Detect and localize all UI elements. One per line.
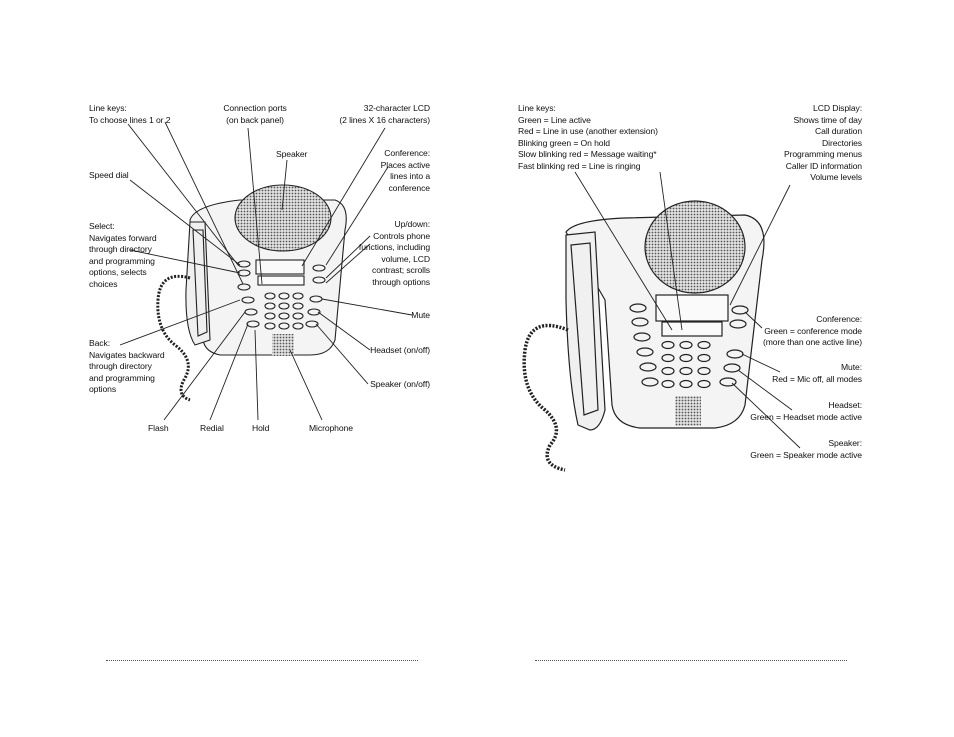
label-mute-left: Mute: [411, 310, 430, 320]
label-speaker-top: Speaker: [276, 149, 308, 159]
label-speed-dial: Speed dial: [89, 170, 129, 180]
left-leader-lines: [119, 121, 413, 421]
label-redial: Redial: [200, 423, 224, 433]
footer-rule-right: [535, 660, 847, 661]
label-headset-left: Headset (on/off): [370, 345, 430, 355]
label-updown: Up/down: Controls phone functions, inclu…: [358, 219, 430, 287]
label-line-keys-status: Line keys: Green = Line active Red = Lin…: [518, 103, 658, 171]
footer-rule-left: [106, 660, 418, 661]
label-connection-ports: Connection ports (on back panel): [223, 103, 287, 125]
label-headset-right: Headset: Green = Headset mode active: [750, 400, 862, 422]
label-microphone: Microphone: [309, 423, 353, 433]
label-lcd-display: LCD Display: Shows time of day Call dura…: [783, 103, 862, 182]
label-hold: Hold: [252, 423, 270, 433]
label-mute-right: Mute: Red = Mic off, all modes: [772, 362, 862, 384]
label-speaker-right: Speaker: Green = Speaker mode active: [750, 438, 862, 460]
label-flash: Flash: [148, 423, 169, 433]
label-select: Select: Navigates forward through direct…: [89, 221, 157, 289]
label-speaker-onoff: Speaker (on/off): [370, 379, 430, 389]
label-conference-right: Conference: Green = conference mode (mor…: [762, 314, 862, 347]
label-line-keys: Line keys: To choose lines 1 or 2: [89, 103, 171, 125]
right-leader-lines: [574, 171, 801, 449]
label-back: Back: Navigates backward through directo…: [89, 338, 165, 394]
label-conference-left: Conference: Places active lines into a c…: [380, 148, 430, 193]
left-phone-illustration: [156, 184, 347, 402]
right-phone-illustration: [522, 200, 765, 472]
label-lcd: 32-character LCD (2 lines X 16 character…: [339, 103, 430, 125]
